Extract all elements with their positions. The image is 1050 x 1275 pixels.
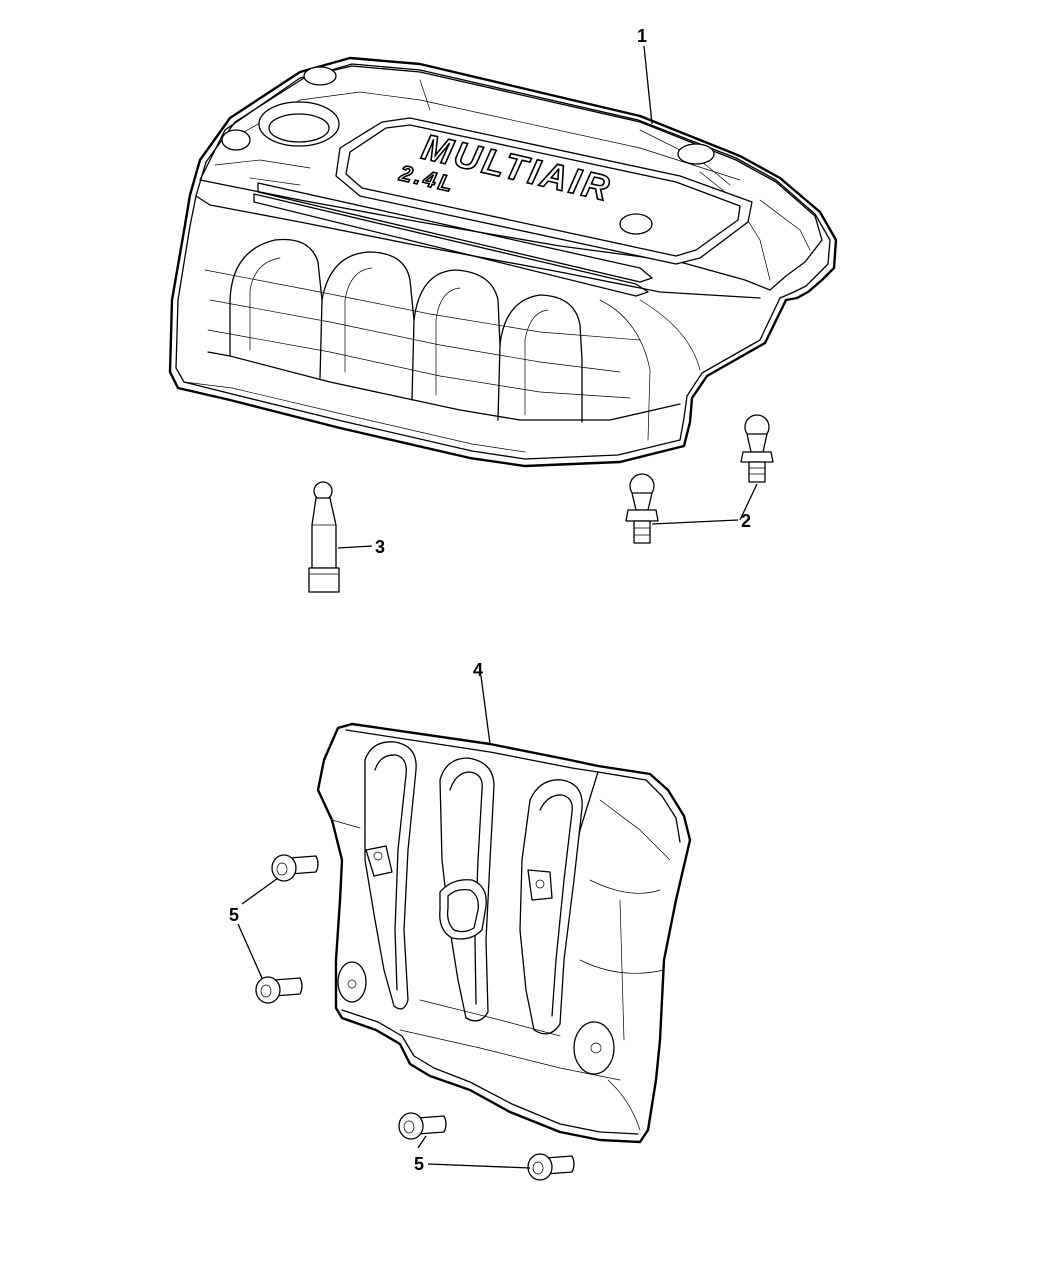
locating-pin bbox=[308, 481, 340, 593]
engine-cover-hole-large bbox=[258, 101, 340, 147]
bolt-bottom-right bbox=[527, 1153, 575, 1181]
heat-shield bbox=[316, 722, 692, 1144]
callout-2: 2 bbox=[741, 511, 751, 531]
engine-cover-hole-top bbox=[303, 66, 337, 86]
callout-4: 4 bbox=[473, 660, 483, 680]
ball-stud-b bbox=[625, 473, 659, 544]
engine-cover: MULTIAIR 2.4L bbox=[168, 56, 838, 468]
callout-5a: 5 bbox=[229, 905, 239, 925]
leader-2 bbox=[651, 483, 758, 525]
ball-stud-a bbox=[740, 414, 774, 483]
leader-4 bbox=[480, 675, 491, 745]
heat-shield-slot-right bbox=[519, 779, 583, 1035]
engine-cover-hole-small-left bbox=[221, 129, 251, 151]
bolt-bottom-left bbox=[398, 1112, 447, 1140]
heat-shield-slot-left bbox=[364, 741, 417, 1010]
callout-1: 1 bbox=[637, 26, 647, 46]
engine-cover-groove-lower bbox=[253, 193, 649, 297]
heat-shield-boss-right bbox=[573, 1021, 615, 1075]
engine-cover-groove-upper bbox=[257, 182, 653, 283]
engine-cover-hole-right bbox=[677, 143, 715, 165]
engine-cover-ribs bbox=[204, 238, 701, 441]
leader-5b bbox=[417, 1135, 531, 1169]
engine-cover-badge-hole bbox=[619, 213, 653, 235]
bolt-upper-left bbox=[271, 854, 319, 882]
leader-1 bbox=[643, 45, 653, 125]
heat-shield-boss-left bbox=[337, 961, 367, 1003]
leader-3 bbox=[337, 545, 373, 549]
bolt-lower-left bbox=[255, 976, 303, 1004]
callout-3: 3 bbox=[375, 537, 385, 557]
engine-cover-top-deck bbox=[199, 65, 823, 291]
leader-5a bbox=[237, 877, 279, 979]
callout-5b: 5 bbox=[414, 1154, 424, 1174]
